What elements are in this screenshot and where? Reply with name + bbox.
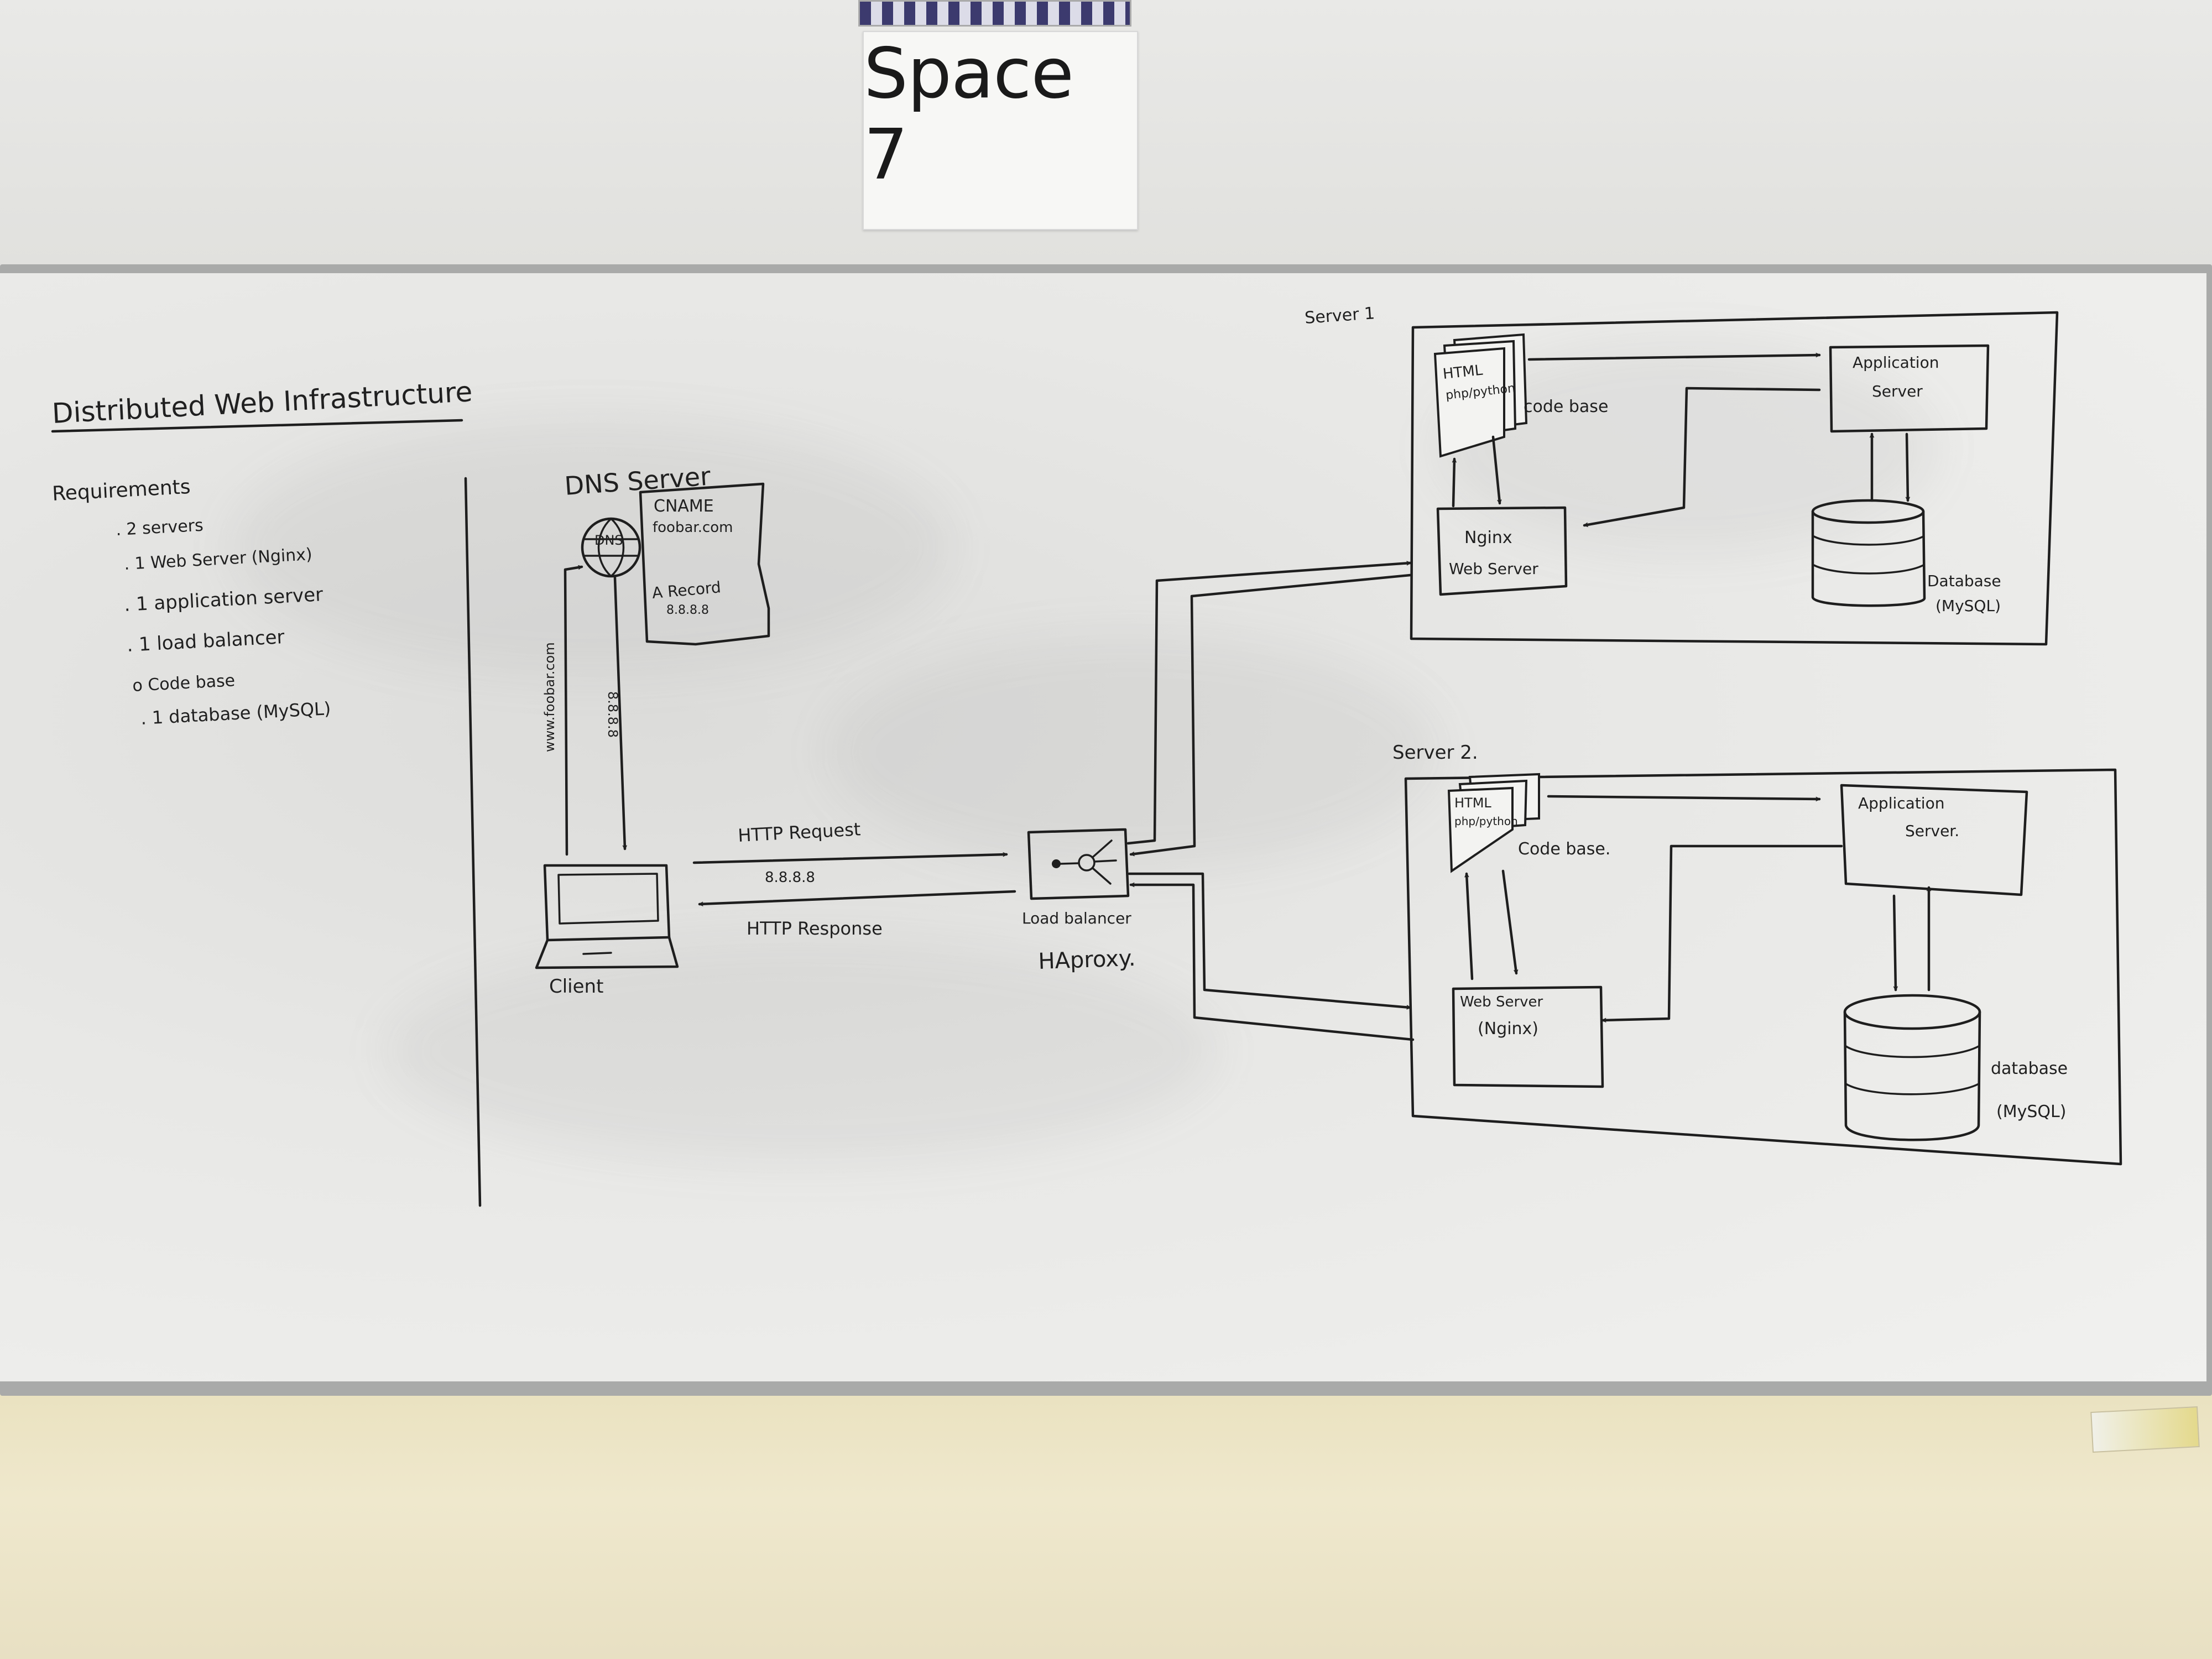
server2-code-base-label: Code base. (1518, 839, 1610, 859)
server2-web-to-code-arrow (1467, 872, 1474, 980)
server2-code-to-app-arrow (1547, 795, 1821, 799)
server1-app-line1: Application (1853, 353, 1939, 372)
server2-app-line2: Server. (1905, 822, 1959, 840)
server2-db-line2: (MySQL) (1996, 1102, 2066, 1121)
wall-lower-paint (0, 1394, 2212, 1659)
dns-record-card (639, 482, 770, 646)
dns-globe-label: DNS (594, 533, 623, 548)
dns-query-arrow (564, 567, 582, 856)
dns-query-label: www.foobar.com (542, 642, 557, 752)
dns-answer-arrow (613, 576, 625, 851)
server2-app-line1: Application (1858, 794, 1944, 812)
server1-db-line1: Database (1927, 572, 2001, 590)
http-response-label: HTTP Response (747, 918, 883, 939)
lb-to-server1-arrow (1126, 563, 1412, 845)
dns-cname-value: foobar.com (653, 519, 733, 536)
title-underline (51, 419, 463, 433)
server2-db-line1: database (1991, 1059, 2068, 1078)
server2-database-icon (1843, 994, 1981, 1141)
server1-app-to-web-arrow (1584, 387, 1821, 525)
dns-cname-label: CNAME (654, 497, 714, 516)
server1-web-line2: Web Server (1449, 560, 1538, 578)
server1-app-to-db-arrow (1907, 432, 1908, 502)
server2-to-lb-arrow (1129, 885, 1415, 1041)
server1-box (1410, 311, 2059, 646)
divider-line (464, 477, 482, 1207)
server2-app-to-web-arrow (1601, 844, 1843, 1020)
server1-app-server-box (1829, 344, 1990, 433)
server1-to-lb-arrow (1131, 573, 1412, 854)
server1-db-line2: (MySQL) (1936, 597, 2001, 615)
eraser-smudge (232, 420, 951, 675)
space-sign-text: Space 7 (864, 33, 1074, 195)
whiteboard (0, 273, 2206, 1381)
server2-code-base-icon (1447, 773, 1540, 873)
server1-code-to-app-arrow (1527, 355, 1821, 361)
server2-code-line2: php/python (1454, 815, 1518, 828)
requirement-item: . 1 load balancer (126, 626, 285, 656)
http-request-ip: 8.8.8.8 (765, 869, 815, 886)
space-sign: Space 7 (863, 31, 1138, 230)
server1-web-to-code-arrow (1453, 457, 1454, 508)
server2-app-to-db-arrow (1892, 894, 1896, 992)
client-label: Client (549, 975, 603, 998)
dns-answer-label: 8.8.8.8 (605, 691, 620, 738)
server2-web-server-box (1452, 985, 1604, 1088)
requirement-item: . 1 database (MySQL) (140, 698, 331, 729)
http-request-label: HTTP Request (737, 818, 861, 846)
server2-app-server-box (1840, 784, 2028, 896)
eraser-smudge (387, 940, 1217, 1161)
server2-code-line1: HTML (1454, 795, 1491, 811)
dns-server-heading: DNS Server (564, 461, 712, 501)
server1-app-line2: Server (1872, 382, 1923, 400)
requirement-item: . 2 servers (116, 516, 204, 540)
server2-web-line1: Web Server (1460, 994, 1543, 1010)
load-balancer-label: Load balancer (1022, 909, 1131, 927)
requirement-item: o Code base (132, 671, 236, 696)
server1-label: Server 1 (1304, 304, 1375, 328)
server1-code-base-icon (1433, 333, 1528, 458)
server2-box (1404, 768, 2122, 1166)
dns-globe-icon (581, 517, 641, 578)
server1-web-server-box (1436, 506, 1568, 596)
requirement-item: . 1 application server (123, 583, 324, 616)
server1-web-line1: Nginx (1464, 528, 1512, 547)
laptop-icon (535, 864, 679, 969)
requirement-item: . 1 Web Server (Nginx) (124, 545, 313, 574)
dns-a-record-value: 8.8.8.8 (666, 603, 709, 617)
http-request-arrow (692, 854, 1008, 864)
server1-database-icon (1811, 499, 1926, 607)
load-balancer-software: HAproxy. (1038, 946, 1136, 974)
poster-strip (858, 0, 1131, 27)
server2-code-to-web-arrow (1501, 869, 1516, 973)
lb-to-server2-arrow (1128, 872, 1412, 1008)
eraser-smudge (830, 636, 1438, 868)
load-balancer-icon (1027, 828, 1130, 900)
http-response-arrow (698, 890, 1016, 904)
dns-a-record-label: A Record (651, 578, 722, 602)
server1-code-to-web-arrow (1491, 435, 1500, 505)
server2-label: Server 2. (1392, 742, 1478, 764)
requirements-heading: Requirements (51, 476, 191, 505)
server1-code-base-label: code base (1524, 397, 1608, 416)
server2-web-line2: (Nginx) (1478, 1019, 1538, 1039)
